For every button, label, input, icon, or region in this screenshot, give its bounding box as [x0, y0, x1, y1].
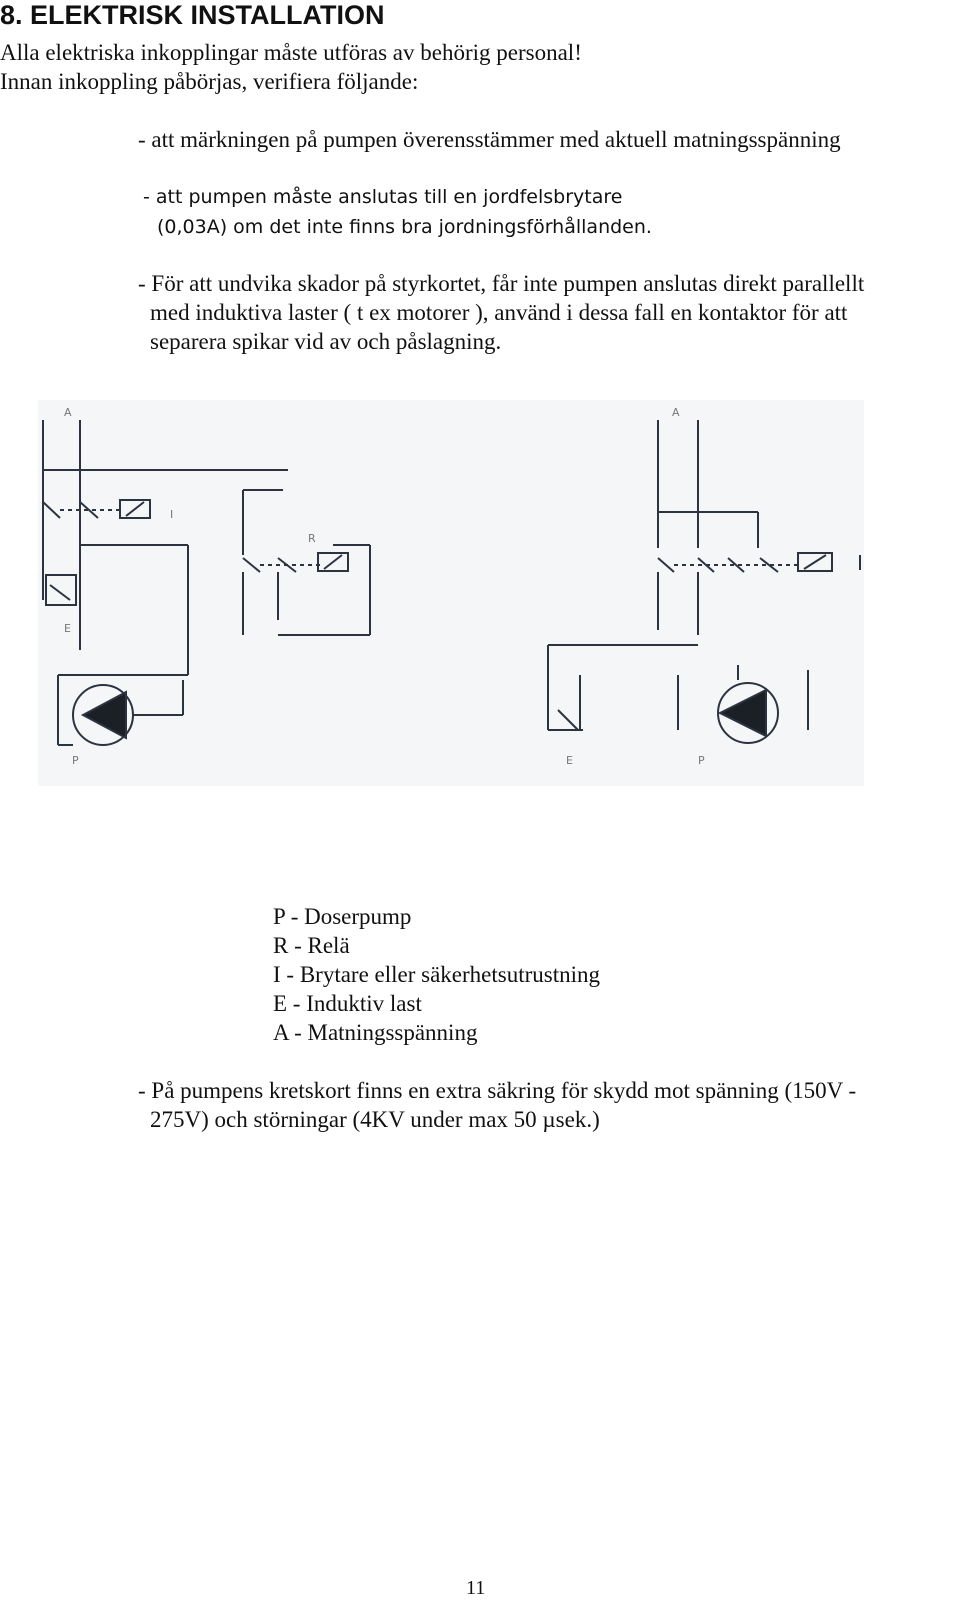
intro-line-1: Alla elektriska inkopplingar måste utför…	[0, 40, 582, 65]
page-number: 11	[466, 1577, 486, 1599]
label-pump-right: P	[698, 754, 705, 767]
intro-line-2: Innan inkoppling påbörjas, verifiera föl…	[0, 69, 419, 94]
legend-item: P - Doserpump	[273, 904, 412, 929]
footnote-line-1: - På pumpens kretskort finns en extra sä…	[138, 1078, 857, 1103]
legend-item: E - Induktiv last	[273, 991, 422, 1016]
page-title: 8. ELEKTRISK INSTALLATION	[0, 0, 385, 30]
bullet-inductive-line-2: med induktiva laster ( t ex motorer ), a…	[150, 300, 848, 325]
legend-item: I - Brytare eller säkerhetsutrustning	[273, 962, 600, 987]
legend-item: R - Relä	[273, 933, 350, 958]
bullet-voltage-check: - att märkningen på pumpen överensstämme…	[138, 127, 841, 152]
label-load-right: E	[566, 754, 573, 767]
label-supply-right: A	[672, 406, 680, 419]
label-supply-left: A	[64, 406, 72, 419]
wiring-diagram: A A I R E P E P	[38, 400, 864, 786]
footnote-line-2: 275V) och störningar (4KV under max 50 µ…	[150, 1107, 600, 1132]
bullet-inductive-line-1: - För att undvika skador på styrkortet, …	[138, 271, 865, 296]
label-relay: R	[308, 532, 316, 545]
bullet-rcd-line-2: (0,03A) om det inte finns bra jordningsf…	[157, 216, 652, 238]
label-switch-left: I	[170, 508, 173, 521]
label-pump-left: P	[72, 754, 79, 767]
bullet-inductive-line-3: separera spikar vid av och påslagning.	[150, 329, 502, 354]
legend-item: A - Matningsspänning	[273, 1020, 478, 1045]
bullet-rcd-line-1: - att pumpen måste anslutas till en jord…	[143, 186, 623, 208]
label-load-left: E	[64, 622, 71, 635]
